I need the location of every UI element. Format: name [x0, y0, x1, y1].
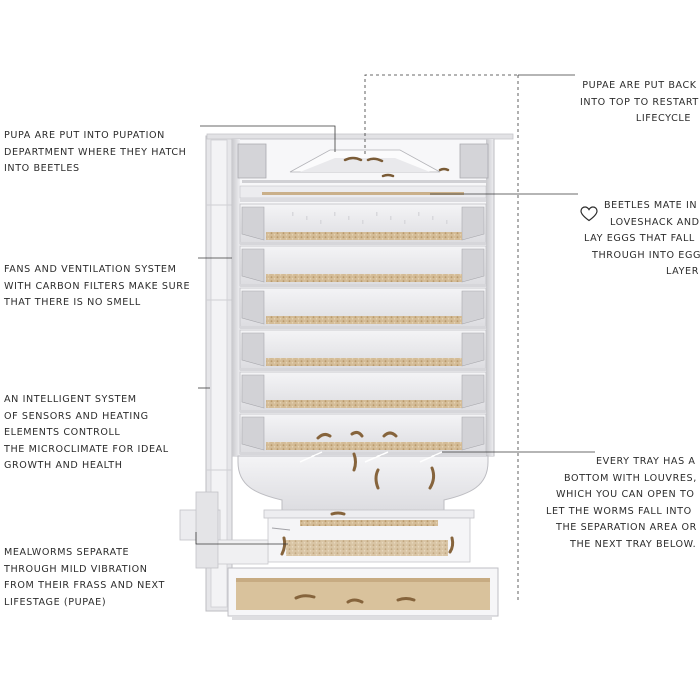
- tray-side-vent: [241, 290, 265, 325]
- note-line: DEPARTMENT WHERE THEY HATCH: [4, 146, 187, 158]
- tray-louvre: [240, 284, 486, 287]
- note-line: AN INTELLIGENT SYSTEM: [4, 394, 137, 405]
- note-trays: EVERY TRAY HAS A BOTTOM WITH LOUVRES, WH…: [546, 454, 697, 554]
- pupation-department: [237, 143, 489, 183]
- note-line: BEETLES MATE IN: [604, 200, 698, 211]
- tray-side-vent: [461, 416, 485, 451]
- beetle-loveshack: [239, 185, 487, 202]
- tray-louvre: [240, 242, 486, 245]
- mealworms: [280, 430, 455, 604]
- mealworm: [374, 468, 380, 490]
- note-fans: FANS AND VENTILATION SYSTEM WITH CARBON …: [4, 262, 190, 312]
- tray-side-vent: [461, 332, 485, 367]
- note-line: THE MICROCLIMATE FOR IDEAL: [4, 443, 169, 455]
- note-line: GROWTH AND HEALTH: [4, 460, 123, 472]
- tray-side-vent: [241, 416, 265, 451]
- note-mealworms: MEALWORMS SEPARATE THROUGH MILD VIBRATIO…: [4, 545, 165, 611]
- mealworm: [448, 536, 455, 554]
- falling-egg: [292, 212, 294, 216]
- note-line: OF SENSORS AND HEATING: [4, 410, 149, 422]
- note-line: THE SEPARATION AREA OR: [556, 522, 697, 534]
- tray-louvre: [240, 326, 486, 329]
- falling-egg: [334, 212, 336, 216]
- falling-egg: [320, 220, 322, 224]
- mealworm: [346, 598, 364, 604]
- note-line: LAY EGGS THAT FALL: [584, 233, 695, 245]
- falling-egg: [404, 220, 406, 224]
- note-line: WHICH YOU CAN OPEN TO: [556, 489, 695, 501]
- tray-side-vent: [461, 290, 485, 325]
- tray-side-vent: [241, 332, 265, 367]
- tray-substrate: [266, 232, 462, 240]
- tray-side-vent: [461, 206, 485, 241]
- mealworm: [330, 511, 346, 516]
- note-line: PUPA ARE PUT INTO PUPATION: [4, 130, 165, 141]
- falling-egg: [376, 212, 378, 216]
- note-line: WITH CARBON FILTERS MAKE SURE: [4, 280, 191, 292]
- note-line: LIFECYCLE: [635, 113, 692, 125]
- tray-side-vent: [241, 248, 265, 283]
- mealworm: [294, 594, 316, 600]
- separation-funnel: [237, 451, 489, 513]
- note-line: LAYER: [666, 266, 699, 278]
- tray-substrate: [266, 400, 462, 408]
- tray-louvre: [240, 410, 486, 413]
- note-line: BOTTOM WITH LOUVRES,: [564, 472, 697, 484]
- tray-side-vent: [461, 248, 485, 283]
- note-line: FANS AND VENTILATION SYSTEM: [4, 264, 177, 275]
- note-line: MEALWORMS SEPARATE: [4, 547, 130, 558]
- falling-egg: [348, 216, 350, 220]
- leader-lines: [195, 74, 595, 600]
- tray-louvre: [240, 368, 486, 371]
- tray-substrate: [266, 274, 462, 282]
- note-line: LIFESTAGE (PUPAE): [4, 596, 107, 608]
- note-intelligent: AN INTELLIGENT SYSTEM OF SENSORS AND HEA…: [4, 392, 169, 475]
- mealworm: [382, 431, 398, 438]
- tray-louvre: [240, 452, 486, 455]
- note-line: INTO BEETLES: [4, 163, 80, 175]
- leader-mealworms: [195, 532, 288, 545]
- mealworm: [280, 536, 287, 556]
- note-line: LOVESHACK AND: [610, 216, 700, 228]
- mealworm: [350, 430, 364, 438]
- leader-pupation: [200, 125, 336, 152]
- note-pupation: PUPA ARE PUT INTO PUPATION DEPARTMENT WH…: [4, 128, 186, 178]
- tray-substrate: [266, 358, 462, 366]
- note-line: THROUGH MILD VIBRATION: [4, 563, 148, 575]
- falling-egg: [432, 216, 434, 220]
- tray-side-vent: [241, 206, 265, 241]
- note-line: THROUGH INTO EGG: [592, 249, 700, 261]
- heart-icon: [580, 206, 598, 222]
- falling-egg: [390, 216, 392, 220]
- note-pupae-back: PUPAE ARE PUT BACK INTO TOP TO RESTART L…: [558, 78, 699, 128]
- mealworm: [352, 452, 357, 472]
- note-line: EVERY TRAY HAS A: [596, 456, 696, 467]
- tray-substrate: [266, 316, 462, 324]
- note-line: LET THE WORMS FALL INTO: [546, 505, 692, 517]
- tray-side-vent: [461, 374, 485, 409]
- falling-egg: [306, 216, 308, 220]
- note-line: THE NEXT TRAY BELOW.: [570, 538, 697, 550]
- vibration-unit: [179, 491, 269, 569]
- mealworm: [316, 432, 332, 440]
- note-beetles: BEETLES MATE IN LOVESHACK AND LAY EGGS T…: [584, 198, 700, 281]
- mealworm: [428, 466, 436, 490]
- tray-stack: [239, 203, 487, 455]
- tray-substrate: [266, 442, 462, 450]
- falling-egg: [418, 212, 420, 216]
- falling-egg: [446, 220, 448, 224]
- note-line: ELEMENTS CONTROLL: [4, 427, 121, 439]
- mealworm: [396, 597, 416, 602]
- note-line: FROM THEIR FRASS AND NEXT: [4, 580, 166, 592]
- separation-tray: [263, 509, 475, 563]
- falling-egg: [362, 220, 364, 224]
- tray-side-vent: [241, 374, 265, 409]
- note-line: INTO TOP TO RESTART: [580, 96, 699, 108]
- return-path-line: [364, 74, 518, 154]
- note-line: PUPAE ARE PUT BACK: [582, 80, 697, 91]
- note-line: THAT THERE IS NO SMELL: [4, 297, 141, 309]
- frass-drawer: [227, 567, 499, 620]
